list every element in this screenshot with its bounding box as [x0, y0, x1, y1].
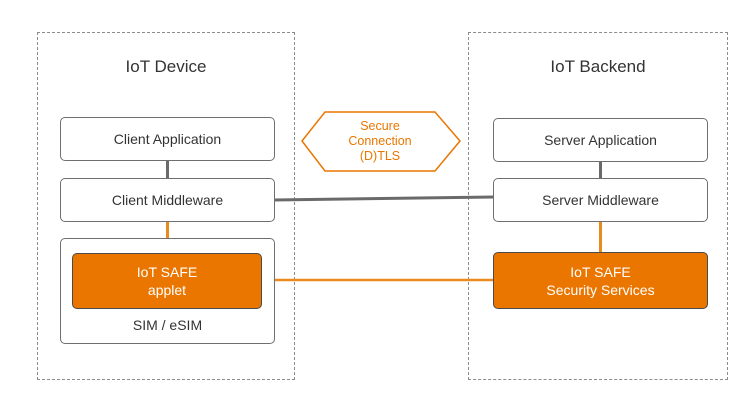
iot-safe-security-line1: IoT SAFE [570, 263, 631, 280]
iot-backend-group: IoT Backend [468, 32, 728, 380]
client-middleware-label: Client Middleware [111, 192, 224, 208]
iot-safe-applet-box: IoT SAFE applet [72, 253, 262, 309]
client-middleware-applet-connector [166, 221, 169, 253]
secure-connection-arrow [301, 111, 461, 172]
server-app-middleware-connector [599, 161, 602, 179]
iot-safe-applet-line1: IoT SAFE [136, 264, 198, 280]
client-middleware-box: Client Middleware [60, 178, 275, 222]
iot-device-group: IoT Device [37, 32, 295, 380]
secure-connection-label: Secure Connection (D)TLS [312, 119, 448, 164]
secure-connection-line1: Secure [360, 119, 400, 133]
server-middleware-security-connector [599, 221, 602, 252]
client-application-box: Client Application [60, 117, 275, 161]
server-application-label: Server Application [544, 132, 657, 148]
iot-safe-security-line2: Security Services [546, 281, 655, 298]
sim-esim-label: SIM / eSIM [132, 317, 203, 333]
server-middleware-box: Server Middleware [493, 178, 708, 222]
server-application-box: Server Application [493, 118, 708, 162]
secure-connection-line2: Connection [348, 134, 412, 148]
iot-backend-title: IoT Backend [550, 57, 646, 76]
secure-connection-line3: (D)TLS [359, 149, 401, 163]
iot-safe-security-services-box: IoT SAFE Security Services [493, 252, 708, 309]
iot-device-title: IoT Device [125, 57, 207, 76]
client-application-label: Client Application [113, 131, 222, 147]
server-middleware-label: Server Middleware [542, 192, 659, 208]
iot-safe-applet-line2: applet [147, 282, 187, 298]
middleware-link-line [273, 195, 495, 202]
client-app-middleware-connector [166, 160, 169, 179]
